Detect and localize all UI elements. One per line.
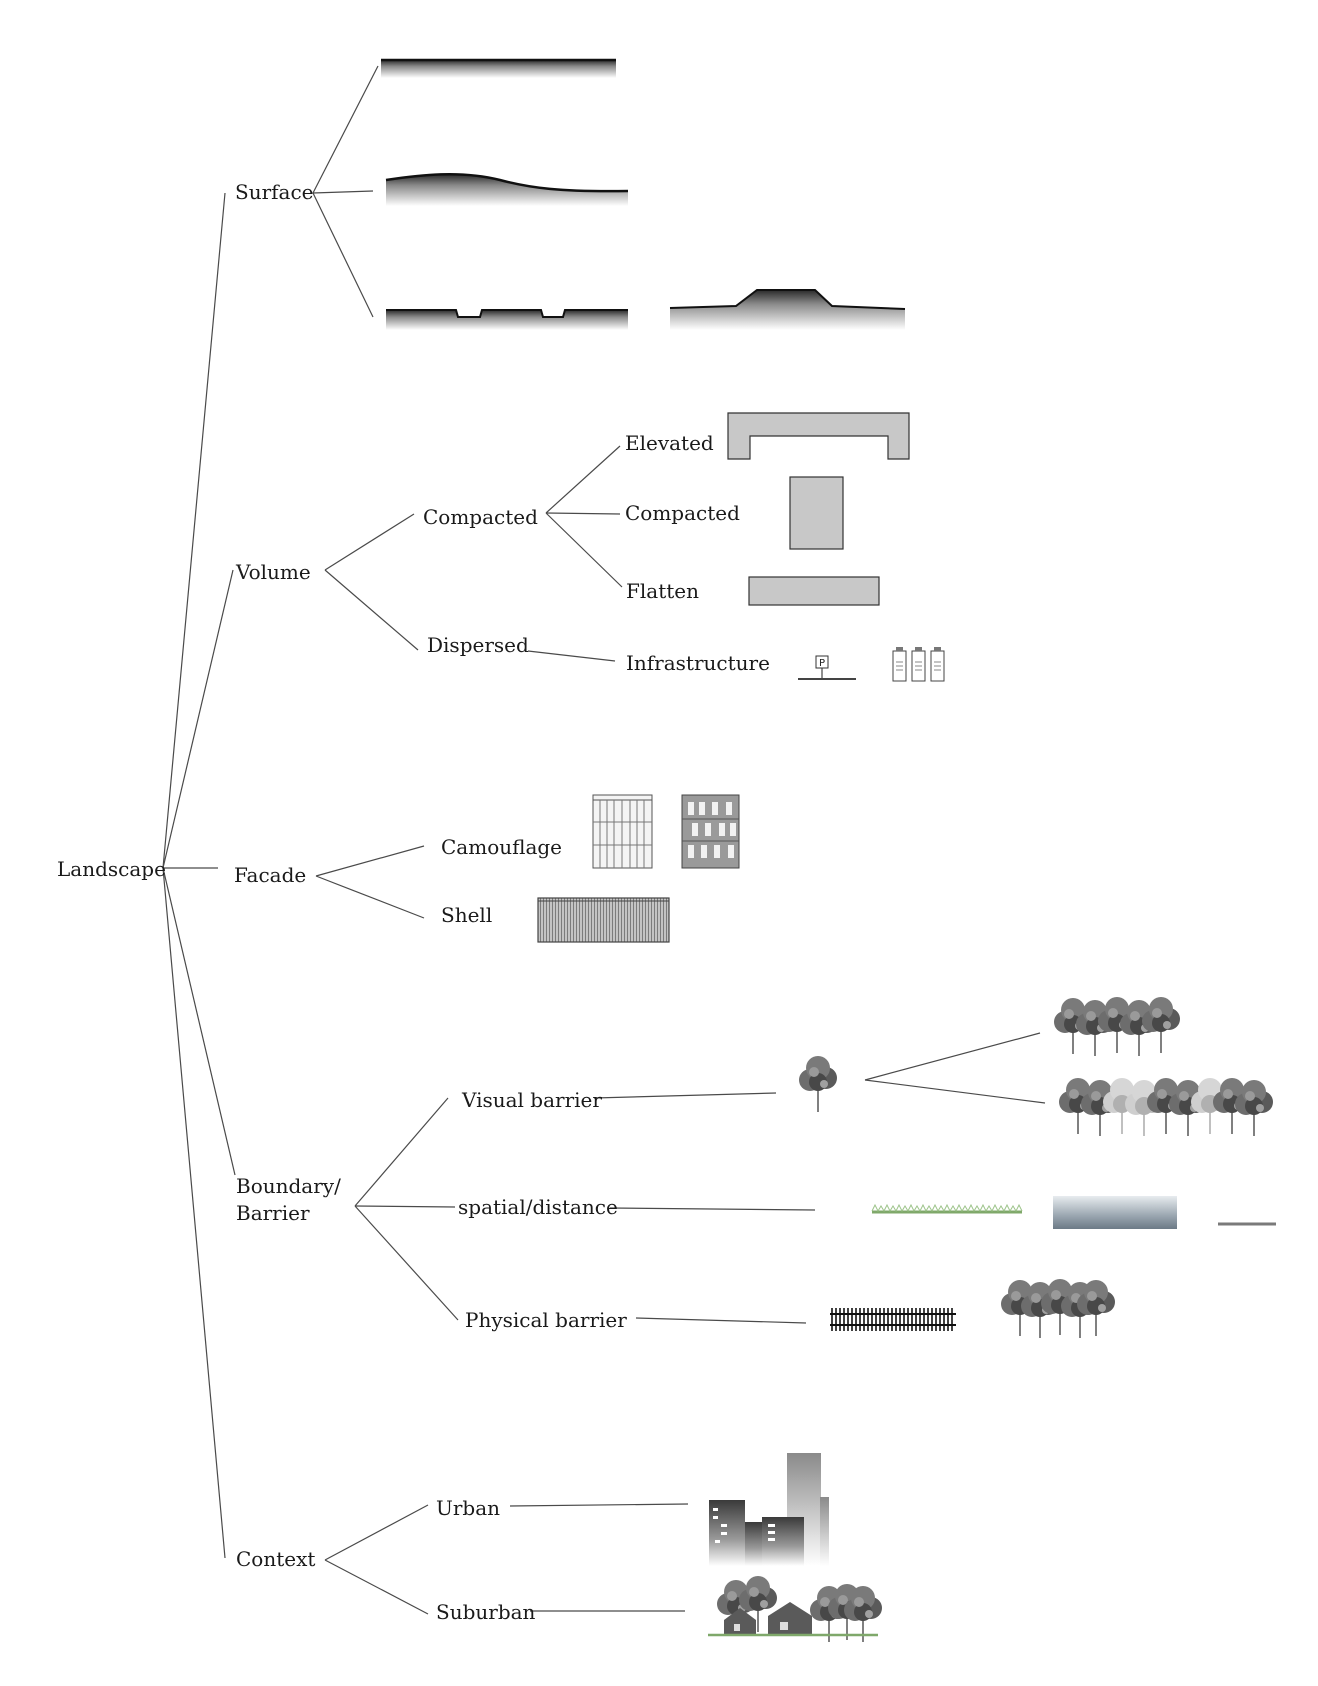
edge-landscape-context — [162, 867, 226, 1559]
camouflage-facade-windows — [681, 794, 740, 869]
node-dispersed: Dispersed — [427, 633, 529, 657]
node-boundary-line2: Barrier — [236, 1201, 310, 1225]
surface-mound-profile — [669, 289, 906, 330]
single-tree-icon — [798, 1055, 838, 1113]
node-physical-barrier: Physical barrier — [465, 1308, 627, 1332]
node-flatten: Flatten — [626, 579, 699, 603]
edge-facade-shell — [315, 875, 425, 919]
edge-compacted-compacted — [545, 512, 621, 515]
edge-boundary-visual — [354, 1097, 449, 1207]
water-body — [1053, 1196, 1177, 1229]
edge-physical-fence — [635, 1317, 807, 1324]
parking-letter: P — [819, 658, 825, 669]
tree-row-mixed — [1058, 1077, 1274, 1137]
edge-landscape-boundary — [162, 867, 236, 1176]
compacted-volume-shape — [789, 476, 844, 550]
shell-facade-panel — [537, 897, 670, 943]
suburban-houses-icon — [708, 1575, 883, 1643]
node-surface: Surface — [235, 180, 314, 204]
node-landscape: Landscape — [57, 857, 166, 881]
edge-context-urban — [324, 1504, 429, 1561]
edge-landscape-volume — [162, 569, 234, 869]
node-volume: Volume — [235, 560, 311, 584]
edge-dispersed-infrastructure — [527, 650, 616, 662]
node-labels: Landscape Surface Volume Facade Boundary… — [57, 180, 770, 1624]
node-boundary-line1: Boundary/ — [236, 1174, 341, 1198]
tree-cluster — [1000, 1278, 1116, 1339]
edge-volume-dispersed — [324, 569, 419, 651]
edge-boundary-spatial — [354, 1205, 456, 1208]
flatten-volume-shape — [748, 576, 880, 606]
edge-urban-city — [509, 1503, 689, 1507]
node-camouflage: Camouflage — [441, 835, 562, 859]
tree-row-dense — [1053, 996, 1181, 1057]
edge-context-suburban — [324, 1559, 429, 1615]
edge-surface-wave — [312, 190, 374, 194]
surface-flat-profile — [381, 58, 616, 78]
urban-city-icon — [709, 1453, 829, 1566]
fence-icon — [830, 1308, 956, 1331]
edge-tree-row1 — [864, 1032, 1041, 1081]
edge-volume-compacted — [324, 513, 415, 571]
edge-surface-stepped — [312, 192, 374, 318]
node-spatial-distance: spatial/distance — [458, 1195, 618, 1219]
tree-edges — [162, 65, 1046, 1615]
node-elevated: Elevated — [625, 431, 714, 455]
battery-cells-icon — [892, 647, 945, 682]
edge-tree-row2 — [864, 1079, 1046, 1104]
surface-stepped-profile — [386, 309, 628, 330]
node-visual-barrier: Visual barrier — [461, 1088, 602, 1112]
elevated-volume-shape — [727, 412, 910, 460]
node-infrastructure: Infrastructure — [626, 651, 770, 675]
edge-surface-flat — [312, 65, 379, 194]
edge-compacted-elevated — [545, 445, 621, 514]
parking-sign-icon: P — [798, 655, 856, 680]
edge-spatial-items — [609, 1207, 816, 1211]
node-urban: Urban — [436, 1496, 500, 1520]
camouflage-facade-grid — [592, 794, 653, 869]
node-context: Context — [236, 1547, 315, 1571]
node-shell: Shell — [441, 903, 492, 927]
node-suburban: Suburban — [436, 1600, 536, 1624]
edge-facade-camouflage — [315, 845, 425, 877]
grass-strip — [871, 1203, 1023, 1214]
edge-visual-tree — [593, 1092, 777, 1099]
edge-boundary-physical — [354, 1205, 459, 1321]
edge-landscape-surface — [162, 192, 226, 869]
node-compacted-group: Compacted — [423, 505, 538, 529]
surface-wave-profile — [385, 173, 629, 206]
edge-compacted-flatten — [545, 512, 623, 588]
node-compacted: Compacted — [625, 501, 740, 525]
node-facade: Facade — [234, 863, 306, 887]
